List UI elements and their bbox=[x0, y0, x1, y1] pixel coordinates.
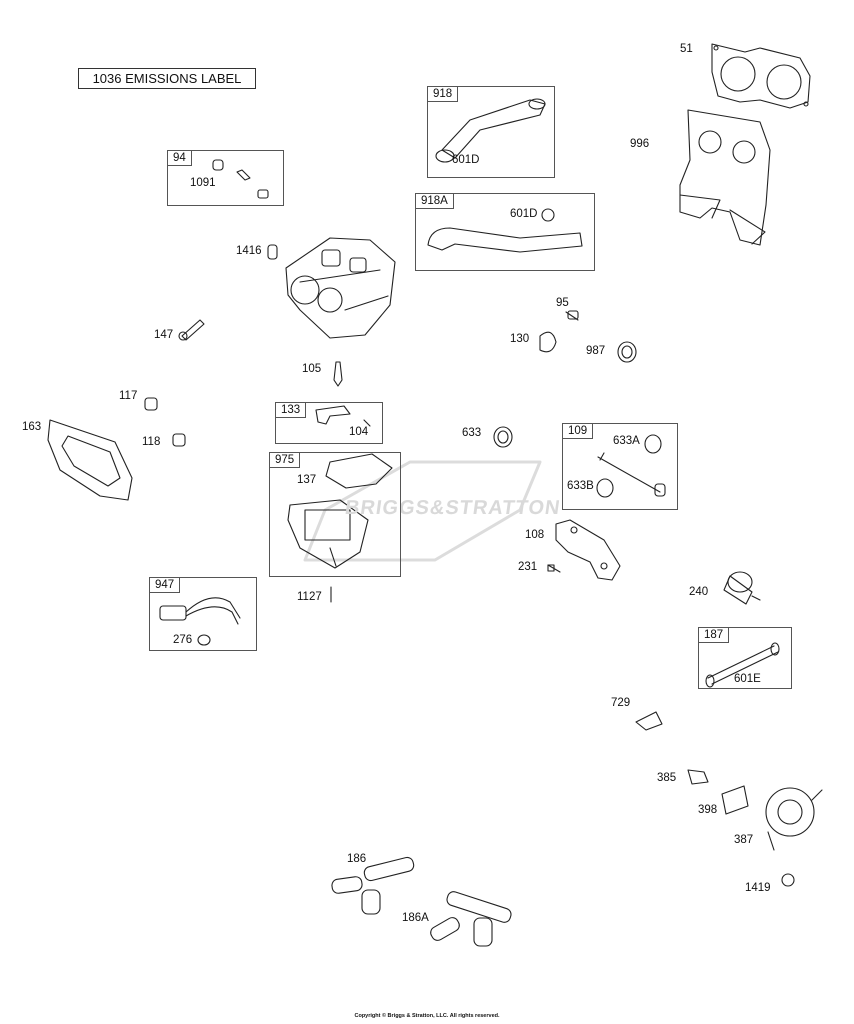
callout-385: 385 bbox=[657, 772, 677, 784]
emissions-label-callout: 1036 EMISSIONS LABEL bbox=[78, 68, 256, 89]
callout-633b: 633B bbox=[567, 480, 594, 492]
box-918a-tag: 918A bbox=[415, 193, 454, 209]
part-109-linkage bbox=[596, 434, 666, 498]
callout-996: 996 bbox=[630, 138, 650, 150]
callout-633: 633 bbox=[462, 427, 482, 439]
box-918a: 918A bbox=[415, 193, 595, 271]
callout-117: 117 bbox=[119, 390, 138, 402]
callout-105: 105 bbox=[302, 363, 322, 375]
copyright-notice: Copyright © Briggs & Stratton, LLC. All … bbox=[354, 1013, 500, 1019]
part-carburetor-body bbox=[285, 237, 396, 339]
part-231-screw bbox=[547, 564, 561, 573]
box-975-tag: 975 bbox=[269, 452, 301, 468]
part-163-gasket bbox=[47, 419, 133, 501]
part-240-filter bbox=[723, 571, 761, 605]
callout-186a: 186A bbox=[402, 912, 429, 924]
callout-147: 147 bbox=[154, 329, 174, 341]
box-109: 109 bbox=[562, 423, 678, 510]
part-130-disc bbox=[539, 331, 557, 353]
part-118 bbox=[172, 433, 186, 447]
box-133: 133 bbox=[275, 402, 383, 444]
callout-276: 276 bbox=[173, 634, 193, 646]
part-94-hardware bbox=[212, 159, 269, 199]
callout-987: 987 bbox=[586, 345, 606, 357]
part-385-fitting bbox=[687, 769, 709, 785]
part-987-seal bbox=[617, 341, 637, 363]
box-187-tag: 187 bbox=[698, 627, 730, 643]
box-94-tag: 94 bbox=[167, 150, 192, 166]
part-108-bracket bbox=[555, 519, 621, 581]
part-947-solenoid bbox=[159, 597, 241, 646]
part-918-hose bbox=[435, 98, 546, 163]
box-947-tag: 947 bbox=[149, 577, 181, 593]
callout-1127: 1127 bbox=[297, 591, 322, 603]
box-918: 918 bbox=[427, 86, 555, 178]
callout-1419: 1419 bbox=[745, 882, 771, 894]
part-104 bbox=[363, 419, 371, 427]
part-633-seal bbox=[493, 426, 513, 448]
part-117 bbox=[144, 397, 158, 411]
box-133-tag: 133 bbox=[275, 402, 307, 418]
part-187-hose bbox=[705, 642, 780, 688]
box-947: 947 bbox=[149, 577, 257, 651]
callout-130: 130 bbox=[510, 333, 530, 345]
part-387-fuel-pump bbox=[765, 787, 823, 851]
part-729-clip bbox=[635, 711, 663, 731]
callout-118: 118 bbox=[142, 436, 161, 448]
callout-601d-b: 601D bbox=[510, 208, 538, 220]
part-996-plate bbox=[679, 109, 771, 246]
part-918a-hose bbox=[427, 208, 583, 253]
part-1419-nut bbox=[781, 873, 795, 887]
callout-163: 163 bbox=[22, 421, 42, 433]
part-105-needle bbox=[333, 361, 343, 387]
callout-633a: 633A bbox=[613, 435, 640, 447]
part-975-float-bowl bbox=[287, 453, 393, 569]
box-109-tag: 109 bbox=[562, 423, 594, 439]
part-95-screw bbox=[565, 310, 579, 321]
part-147-screw bbox=[178, 319, 205, 341]
callout-95: 95 bbox=[556, 297, 569, 309]
part-186a-tee bbox=[430, 891, 512, 947]
callout-729: 729 bbox=[611, 697, 631, 709]
box-94: 94 bbox=[167, 150, 284, 206]
callout-104: 104 bbox=[349, 426, 369, 438]
part-133-lever bbox=[315, 405, 351, 425]
callout-1091: 1091 bbox=[190, 177, 216, 189]
box-975: 975 bbox=[269, 452, 401, 577]
callout-108: 108 bbox=[525, 529, 545, 541]
part-398-hose bbox=[721, 785, 749, 815]
callout-186: 186 bbox=[347, 853, 367, 865]
part-51-gasket bbox=[711, 43, 811, 109]
box-187: 187 bbox=[698, 627, 792, 689]
callout-1416: 1416 bbox=[236, 245, 262, 257]
callout-240: 240 bbox=[689, 586, 709, 598]
callout-137: 137 bbox=[297, 474, 317, 486]
callout-387: 387 bbox=[734, 834, 754, 846]
callout-231: 231 bbox=[518, 561, 538, 573]
brand-logo-watermark bbox=[303, 460, 542, 562]
part-1416 bbox=[267, 244, 278, 260]
callout-398: 398 bbox=[698, 804, 718, 816]
callout-601d-a: 601D bbox=[452, 154, 480, 166]
box-918-tag: 918 bbox=[427, 86, 459, 102]
part-186-tee bbox=[331, 856, 415, 915]
callout-601e: 601E bbox=[734, 673, 761, 685]
callout-51: 51 bbox=[680, 43, 693, 55]
